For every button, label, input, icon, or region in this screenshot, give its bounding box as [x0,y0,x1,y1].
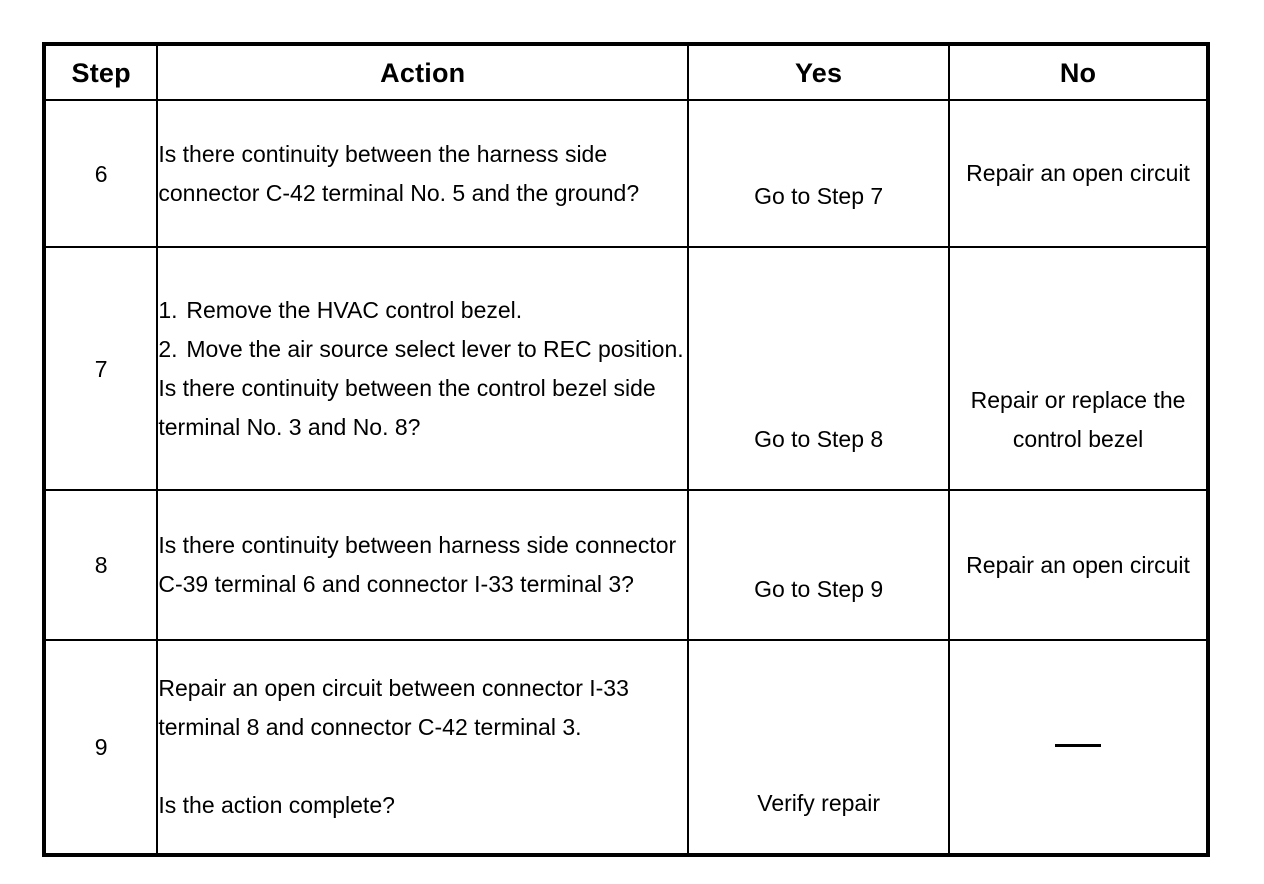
action-paragraph: Repair an open circuit between connector… [158,675,629,740]
no-outcome: Repair an open circuit [948,489,1209,641]
action-list-item: 1. Remove the HVAC control bezel. [158,291,687,330]
action-paragraph: Is there continuity between the harness … [158,140,640,206]
action-description: Is there continuity between the harness … [156,99,690,248]
step-number: 9 [42,639,159,856]
no-outcome: Repair an open circuit [948,99,1209,248]
column-header-action: Action [156,43,690,101]
action-question: Is the action complete? [158,792,395,818]
column-header-no: No [948,43,1209,101]
yes-outcome: Go to Step 8 [687,246,951,491]
no-outcome [948,639,1209,856]
no-outcome: Repair or replace the control bezel [948,246,1209,491]
step-number: 8 [42,489,159,641]
em-dash-icon [1055,744,1102,748]
action-paragraph: Is there continuity between harness side… [158,532,677,597]
list-item-number: 2. [158,335,178,362]
list-item-number: 1. [158,296,178,323]
action-description: Is there continuity between harness side… [156,489,690,641]
yes-outcome: Verify repair [687,639,951,856]
step-number: 6 [42,99,159,248]
table-row: 6 Is there continuity between the harnes… [42,99,1209,248]
table-row: 9 Repair an open circuit between connect… [42,639,1209,856]
action-paragraph: Is there continuity between the control … [158,374,656,440]
column-header-yes: Yes [687,43,951,101]
column-header-step: Step [42,43,159,101]
action-description: Repair an open circuit between connector… [156,639,690,856]
table-row: 7 1. Remove the HVAC control bezel. 2. M… [42,246,1209,491]
action-step-list: 1. Remove the HVAC control bezel. 2. Mov… [158,291,687,369]
action-list-item: 2. Move the air source select lever to R… [158,330,687,369]
list-item-text: Remove the HVAC control bezel. [186,296,523,323]
yes-outcome: Go to Step 7 [687,99,951,248]
diagnostic-troubleshooting-table: Step Action Yes No 6 Is there continuity… [42,42,1210,857]
action-description: 1. Remove the HVAC control bezel. 2. Mov… [156,246,690,491]
list-item-text: Move the air source select lever to REC … [186,335,684,362]
yes-outcome: Go to Step 9 [687,489,951,641]
table-header-row: Step Action Yes No [42,43,1209,101]
step-number: 7 [42,246,159,491]
table-row: 8 Is there continuity between harness si… [42,489,1209,641]
